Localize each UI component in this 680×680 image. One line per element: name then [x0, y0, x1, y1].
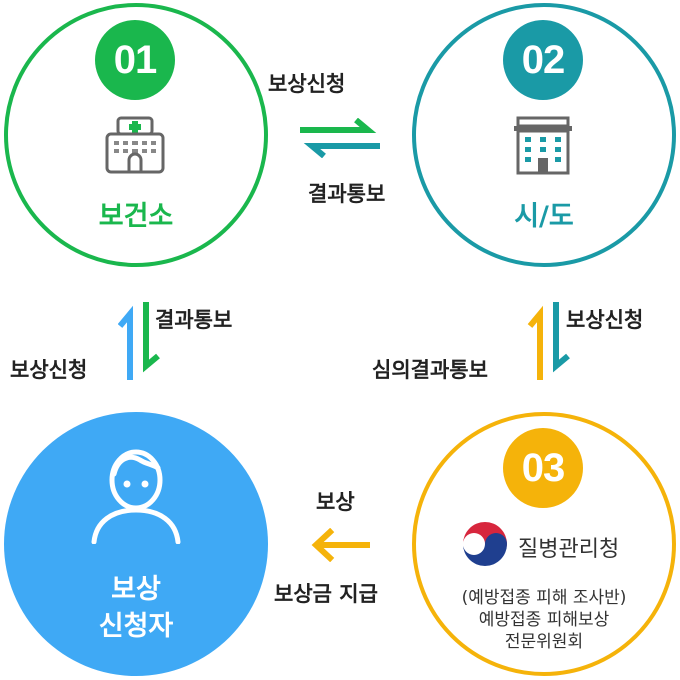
exchange-arrows-top-icon [300, 118, 380, 158]
flow-label-left-result: 결과통보 [155, 308, 233, 332]
flow-label-bottom-payment: 보상금 지급 [274, 582, 378, 606]
arrow-left-icon [311, 528, 370, 562]
exchange-arrows-left-icon [118, 302, 160, 380]
kdca-node [412, 412, 676, 676]
health-center-node [4, 3, 268, 267]
exchange-arrows-right-icon [527, 302, 570, 380]
flow-label-left-request: 보상신청 [10, 358, 88, 382]
kdca-sub-line-1: (예방접종 피해 조사반) [461, 588, 627, 608]
flow-label-top-result: 결과통보 [308, 182, 386, 206]
applicant-label-line-2: 신청자 [98, 611, 174, 642]
building-icon [514, 116, 572, 175]
step-badge-03: 03 [503, 428, 583, 508]
flow-label-right-result: 심의결과통보 [372, 358, 488, 382]
applicant-label-line-1: 보상 [111, 574, 161, 605]
taegeuk-logo-icon [463, 522, 507, 566]
flow-label-right-request: 보상신청 [566, 308, 644, 332]
flow-label-top-request: 보상신청 [268, 72, 346, 96]
city-province-label: 시/도 [514, 201, 574, 232]
person-icon [91, 449, 181, 544]
kdca-sub-line-3: 전문위원회 [504, 632, 584, 652]
step-badge-01: 01 [95, 20, 175, 100]
kdca-sub-line-2: 예방접종 피해보상 [478, 610, 610, 630]
health-center-label: 보건소 [98, 201, 174, 232]
step-badge-02: 02 [503, 20, 583, 100]
flow-label-bottom-compensation: 보상 [316, 490, 355, 514]
city-province-node [412, 3, 676, 267]
hospital-icon [105, 116, 165, 174]
kdca-name: 질병관리청 [518, 537, 620, 562]
